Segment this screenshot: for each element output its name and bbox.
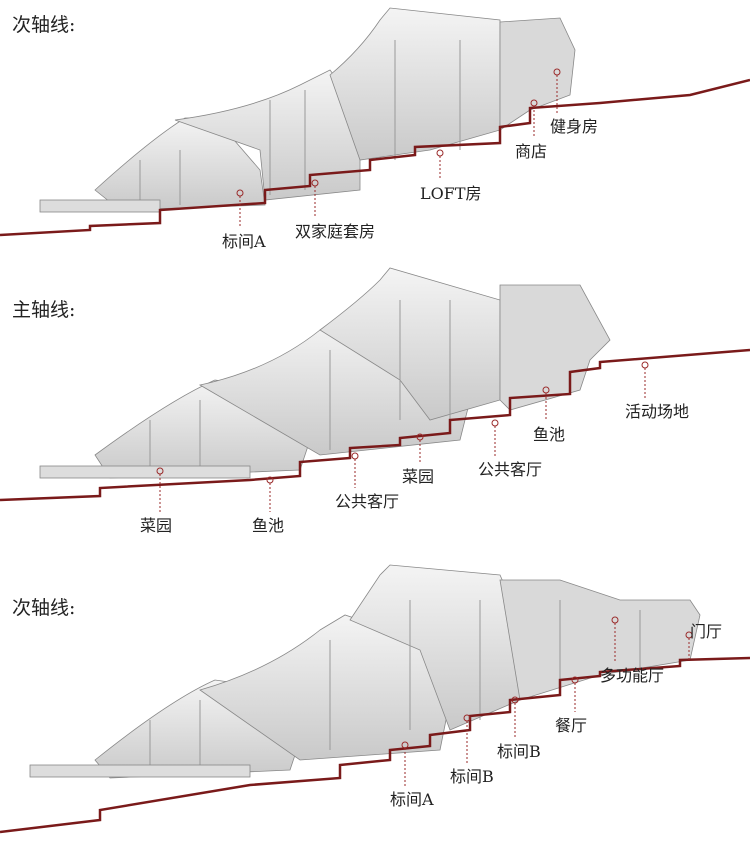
section-1-title: 次轴线:: [12, 14, 76, 36]
label-standard-room-b: 标间B: [450, 767, 494, 786]
label-gym: 健身房: [550, 117, 599, 136]
section-3-building: [29, 564, 701, 779]
section-2-title: 主轴线:: [12, 299, 76, 321]
section-2-building: [39, 267, 611, 479]
label-vegetable-garden: 菜园: [140, 516, 173, 535]
label-loft-room: LOFT房: [420, 184, 482, 203]
label-standard-room-b: 标间B: [497, 742, 541, 761]
label-vegetable-garden: 菜园: [402, 467, 435, 486]
label-leaders: [156, 68, 693, 786]
section-2-ground-line: [0, 348, 750, 502]
label-shop: 商店: [515, 142, 548, 161]
label-fish-pond: 鱼池: [533, 425, 566, 444]
label-multipurpose-hall: 多功能厅: [600, 666, 665, 685]
label-standard-room-a: 标间A: [390, 790, 434, 809]
label-public-lounge: 公共客厅: [335, 492, 400, 511]
label-family-suite: 双家庭套房: [295, 222, 376, 241]
label-public-lounge: 公共客厅: [478, 460, 543, 479]
section-1-ground-line: [0, 78, 750, 237]
label-fish-pond: 鱼池: [252, 516, 285, 535]
section-3-ground-line: [0, 656, 750, 834]
section-1-building: [39, 7, 576, 213]
label-standard-room-a: 标间A: [222, 232, 266, 251]
section-3-title: 次轴线:: [12, 597, 76, 619]
label-restaurant: 餐厅: [555, 716, 588, 735]
label-activity-ground: 活动场地: [625, 402, 690, 421]
label-lobby: 门厅: [690, 622, 723, 641]
